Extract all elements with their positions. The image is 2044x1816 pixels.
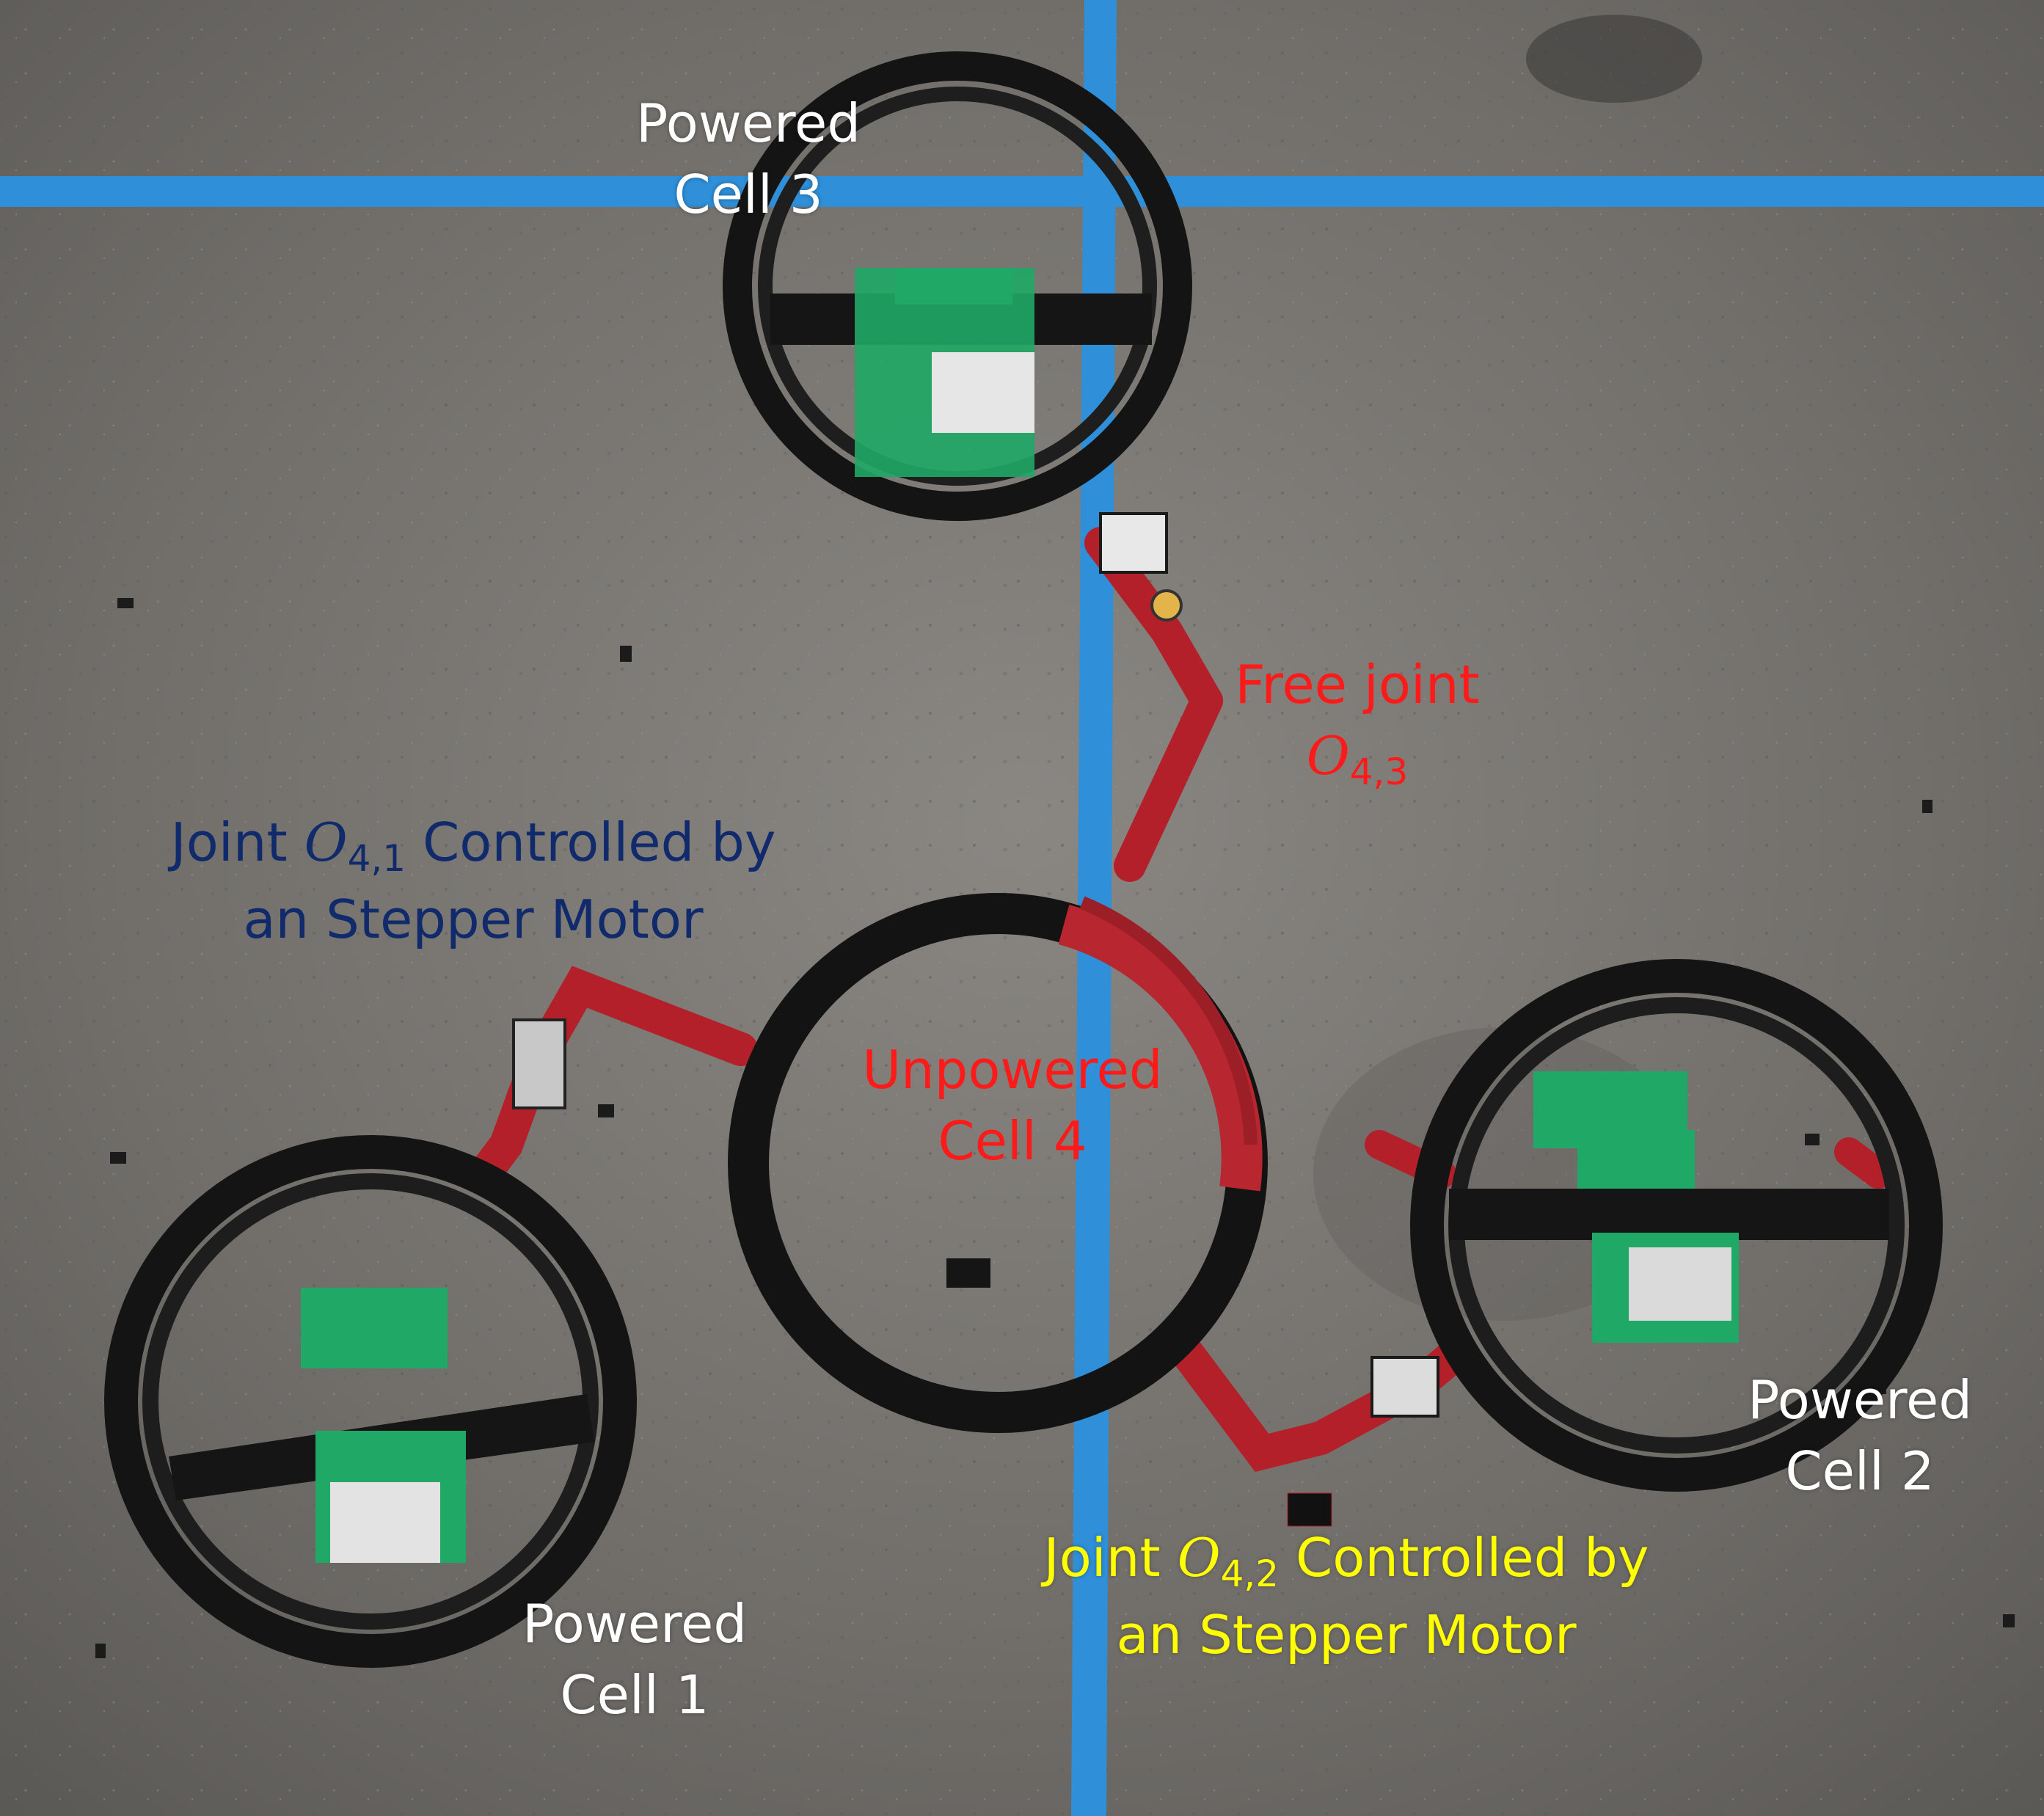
unpowered-cell-4 (728, 893, 1268, 1433)
label-free-joint-symbol: O4,3 (1306, 725, 1409, 794)
label-cell4-line1: Unpowered (862, 1039, 1163, 1101)
label-joint-42: Joint O4,2 Controlled by an Stepper Moto… (1023, 1523, 1669, 1671)
powered-cell-2 (1410, 959, 1943, 1492)
label-cell4-line2: Cell 4 (938, 1110, 1087, 1173)
label-cell3-line2: Cell 3 (674, 164, 823, 226)
label-joint41-line1: Joint O4,1 Controlled by (170, 812, 776, 880)
label-cell3-line1: Powered (635, 92, 861, 154)
label-free-joint: Free joint O4,3 (1218, 649, 1497, 798)
label-free-joint-line1: Free joint (1235, 654, 1480, 715)
blue-tape-horizontal (0, 176, 2044, 207)
powered-cell-1 (104, 1135, 637, 1668)
link-joint-41 (467, 966, 758, 1191)
label-cell2-line1: Powered (1747, 1369, 1973, 1431)
label-unpowered-cell-4: Unpowered Cell 4 (858, 1035, 1167, 1177)
link-joint-43 (1084, 512, 1223, 882)
label-powered-cell-2: Powered Cell 2 (1728, 1365, 1992, 1507)
label-joint42-line1: Joint O4,2 Controlled by (1043, 1527, 1649, 1595)
label-cell1-line1: Powered (522, 1593, 748, 1655)
label-powered-cell-1: Powered Cell 1 (503, 1589, 767, 1731)
label-cell1-line2: Cell 1 (560, 1664, 709, 1726)
powered-cell-3 (723, 51, 1192, 521)
label-joint41-line2: an Stepper Motor (243, 888, 704, 950)
label-powered-cell-3: Powered Cell 3 (616, 88, 880, 230)
link-joint-42 (1157, 1319, 1477, 1527)
label-joint-41: Joint O4,1 Controlled by an Stepper Moto… (158, 807, 789, 955)
label-joint42-line2: an Stepper Motor (1116, 1603, 1577, 1666)
label-cell2-line2: Cell 2 (1785, 1440, 1935, 1503)
